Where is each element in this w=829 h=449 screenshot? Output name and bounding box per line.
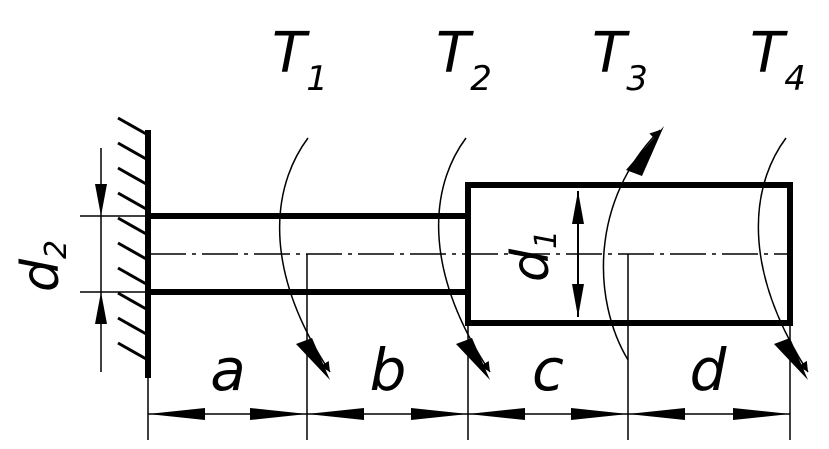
d2-label: d2 — [11, 240, 74, 292]
torque-label-t2: T2 — [436, 21, 492, 99]
d2-dimension — [80, 148, 148, 372]
d1-label: d1 — [501, 230, 564, 282]
torque-arrow-t1 — [278, 137, 331, 373]
segment-label-b: b — [370, 336, 407, 404]
torque-head-t4 — [774, 338, 808, 380]
torque-arrow-t2 — [437, 137, 491, 373]
d1-dimension — [572, 191, 584, 317]
torque-head-t2 — [456, 338, 490, 380]
torque-arrow-t4 — [757, 137, 809, 373]
segment-label-d: d — [690, 336, 728, 404]
segment-label-c: c — [532, 336, 564, 404]
fixed-wall — [117, 116, 151, 378]
torque-head-t1 — [296, 338, 330, 380]
torque-head-t3 — [626, 126, 664, 176]
torque-label-t4: T4 — [750, 21, 806, 99]
torque-label-t1: T1 — [272, 21, 328, 99]
torque-label-t3: T3 — [592, 21, 648, 99]
shaft-small-section — [148, 213, 468, 295]
segment-label-a: a — [210, 336, 246, 404]
